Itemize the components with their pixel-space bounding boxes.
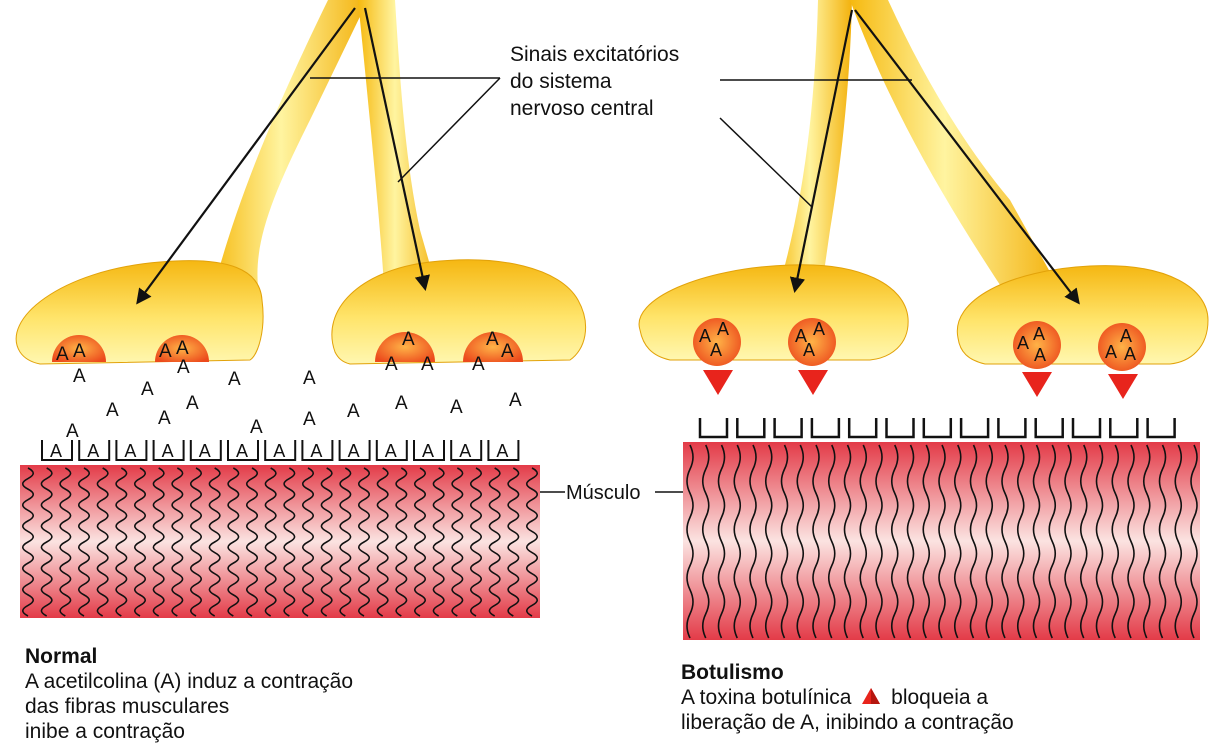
botulism-neuron-left-branch [775,0,852,300]
acetylcholine-letter: A [73,366,86,387]
acetylcholine-letter: A [310,441,322,461]
acetylcholine-letter: A [176,338,189,359]
acetylcholine-letter: A [228,369,241,390]
acetylcholine-letter: A [66,421,79,442]
receptor-site [998,418,1025,437]
acetylcholine-letter: A [486,329,499,350]
acetylcholine-letter: A [250,417,263,438]
acetylcholine-letter: A [162,441,174,461]
acetylcholine-letter: A [303,409,316,430]
receptor-site [961,418,988,437]
acetylcholine-letter: A [459,441,471,461]
botulism-receptors [700,418,1175,437]
receptor-site [924,418,951,437]
acetylcholine-letter: A [73,341,86,362]
acetylcholine-letter: A [159,341,172,362]
signal-arrow [855,10,1078,302]
normal-terminal-left [16,261,263,364]
acetylcholine-letter: A [509,390,522,411]
normal-caption-line-1: A acetilcolina (A) induz a contração [25,669,465,694]
acetylcholine-letter: A [1033,324,1045,344]
receptor-site [849,418,876,437]
toxin-triangle-icon [1022,372,1052,397]
normal-caption-title: Normal [25,644,465,669]
callout-line-2: do sistema [510,70,612,93]
normal-muscle [20,465,540,618]
botulism-caption-line-1: A toxina botulínica bloqueia a [681,685,1101,710]
acetylcholine-letter: A [1120,326,1132,346]
normal-caption: Normal A acetilcolina (A) induz a contra… [25,644,465,744]
released-acetylcholine: A A A A A A A A A A A A A A A A A A [66,354,522,442]
normal-neuron-left-branch [210,0,368,300]
receptor-site [812,418,839,437]
acetylcholine-letter: A [124,441,136,461]
botulism-caption: Botulismo A toxina botulínica bloqueia a… [681,660,1101,735]
acetylcholine-letter: A [186,393,199,414]
botulism-caption-line-2: liberação de A, inibindo a contração [681,710,1101,735]
acetylcholine-letter: A [421,354,434,375]
acetylcholine-letter: A [1124,344,1136,364]
acetylcholine-letter: A [501,341,514,362]
acetylcholine-letter: A [496,441,508,461]
acetylcholine-letter: A [273,441,285,461]
normal-neuron-right-branch [358,0,440,300]
receptor-site [700,418,727,437]
acetylcholine-letter: A [50,441,62,461]
acetylcholine-letter: A [710,340,722,360]
acetylcholine-letter: A [813,319,825,339]
acetylcholine-letter: A [1017,333,1029,353]
receptor-site [737,418,764,437]
callout-line-3: nervoso central [510,97,654,120]
acetylcholine-letter: A [158,408,171,429]
acetylcholine-letter: A [348,441,360,461]
toxin-triangle-icon [861,687,881,705]
normal-neuron [16,0,585,364]
bound-acetylcholine: AAAAAAAAAAAAA [50,441,508,461]
acetylcholine-letter: A [385,441,397,461]
acetylcholine-letter: A [422,441,434,461]
toxin-triangle-icon [703,370,733,395]
botulism-terminal-right [957,266,1208,364]
acetylcholine-letter: A [1034,345,1046,365]
muscle-label: Músculo [566,482,640,504]
acetylcholine-letter: A [402,329,415,350]
receptor-site [1073,418,1100,437]
acetylcholine-letter: A [347,401,360,422]
receptor-site [1110,418,1137,437]
acetylcholine-letter: A [106,400,119,421]
botulism-muscle [683,442,1200,640]
receptor-site [887,418,914,437]
normal-terminal-right [332,260,586,364]
botulism-caption-line-1-end: bloqueia a [891,686,988,709]
acetylcholine-letter: A [1105,342,1117,362]
botulism-caption-line-1-start: A toxina botulínica [681,686,851,709]
receptor-site [1036,418,1063,437]
normal-caption-line-3: inibe a contração [25,719,465,744]
acetylcholine-letter: A [717,319,729,339]
toxin-triangle-icon [798,370,828,395]
acetylcholine-letter: A [199,441,211,461]
botulism-terminal-left [639,265,908,360]
callout-line-1: Sinais excitatórios [510,43,679,66]
acetylcholine-letter: A [177,357,190,378]
acetylcholine-letter: A [385,354,398,375]
acetylcholine-letter: A [141,379,154,400]
acetylcholine-letter: A [395,393,408,414]
receptor-site [1148,418,1175,437]
acetylcholine-letter: A [450,397,463,418]
acetylcholine-letter: A [803,340,815,360]
toxin-triangle-icon [1108,374,1138,399]
acetylcholine-letter: A [303,368,316,389]
acetylcholine-letter: A [87,441,99,461]
acetylcholine-letter: A [236,441,248,461]
normal-caption-line-2: das fibras musculares [25,694,465,719]
acetylcholine-letter: A [472,354,485,375]
receptor-site [775,418,802,437]
botulism-caption-title: Botulismo [681,660,1101,685]
acetylcholine-letter: A [56,344,69,365]
